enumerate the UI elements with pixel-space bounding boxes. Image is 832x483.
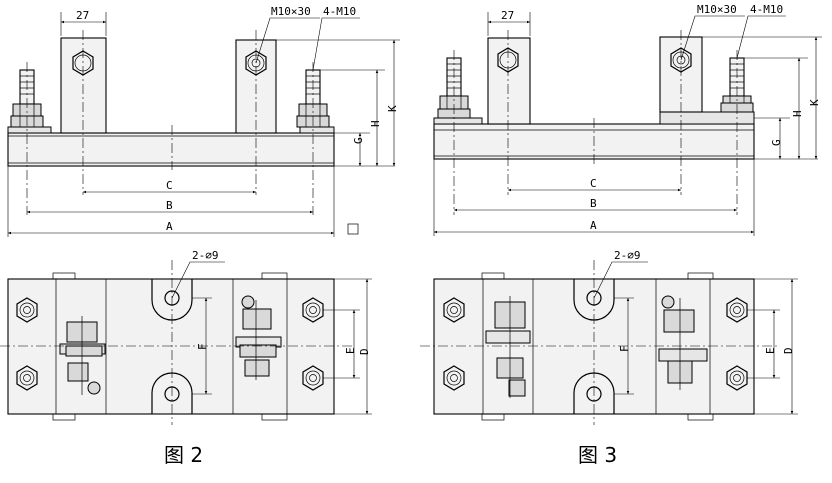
dim-h-label: H: [791, 110, 804, 117]
figure-2: 27 M10×30 4-M10 G H K C B A: [0, 5, 400, 467]
figure-caption: 图 3: [578, 443, 617, 467]
dim-g-label: G: [770, 139, 783, 146]
dim-f-label: F: [618, 345, 631, 352]
left-upright: [60, 37, 107, 134]
dim-27-label: 27: [501, 9, 514, 22]
stud-label: 4-M10: [750, 3, 783, 16]
stud-icon: [720, 57, 754, 113]
dim-a-label: A: [166, 220, 173, 233]
bolt-stack-icon: [239, 295, 277, 380]
stud-label: 4-M10: [323, 5, 356, 18]
dim-d-label: D: [358, 348, 371, 355]
bolt-stack-icon: [65, 316, 103, 395]
dim-f-label: F: [196, 343, 209, 350]
dim-c-label: C: [166, 179, 173, 192]
dim-b-label: B: [166, 199, 173, 212]
hex-nut-icon: [726, 297, 748, 323]
front-view: 27 M10×30 4-M10 G H K C B A: [433, 3, 822, 236]
hole-label: 2-∅9: [614, 249, 641, 262]
dim-k-label: K: [808, 99, 821, 106]
dim-e-label: E: [344, 347, 357, 354]
dim-d-label: D: [782, 347, 795, 354]
hex-nut-icon: [443, 297, 465, 323]
checkbox-mark: [347, 223, 359, 235]
dim-g-label: G: [352, 137, 365, 144]
plan-view: 2-∅9 F E D: [0, 249, 372, 425]
hex-nut-icon: [16, 297, 38, 323]
dim-a-label: A: [590, 219, 597, 232]
figure-3: 27 M10×30 4-M10 G H K C B A: [420, 3, 822, 467]
dim-b-label: B: [590, 197, 597, 210]
bolt-stack-icon: [661, 295, 695, 390]
plan-view: 2-∅9 F E D: [420, 249, 798, 425]
hex-nut-icon: [726, 365, 748, 391]
dim-c-label: C: [590, 177, 597, 190]
dim-e-label: E: [764, 347, 777, 354]
dim-k-label: K: [386, 105, 399, 112]
base-bar: [7, 132, 335, 167]
hole-label: 2-∅9: [192, 249, 219, 262]
bolt-label: M10×30: [271, 5, 311, 18]
plan-base: [7, 278, 335, 415]
hex-nut-icon: [302, 365, 324, 391]
bolt-stack-icon: [494, 296, 526, 398]
bolt-label: M10×30: [697, 3, 737, 16]
dim-27-label: 27: [76, 9, 89, 22]
figure-caption: 图 2: [164, 443, 203, 467]
hex-nut-icon: [443, 365, 465, 391]
dim-h-label: H: [369, 120, 382, 127]
hex-nut-icon: [302, 297, 324, 323]
front-view: 27 M10×30 4-M10 G H K C B A: [7, 5, 400, 237]
hex-nut-icon: [16, 365, 38, 391]
left-upright: [487, 37, 531, 125]
